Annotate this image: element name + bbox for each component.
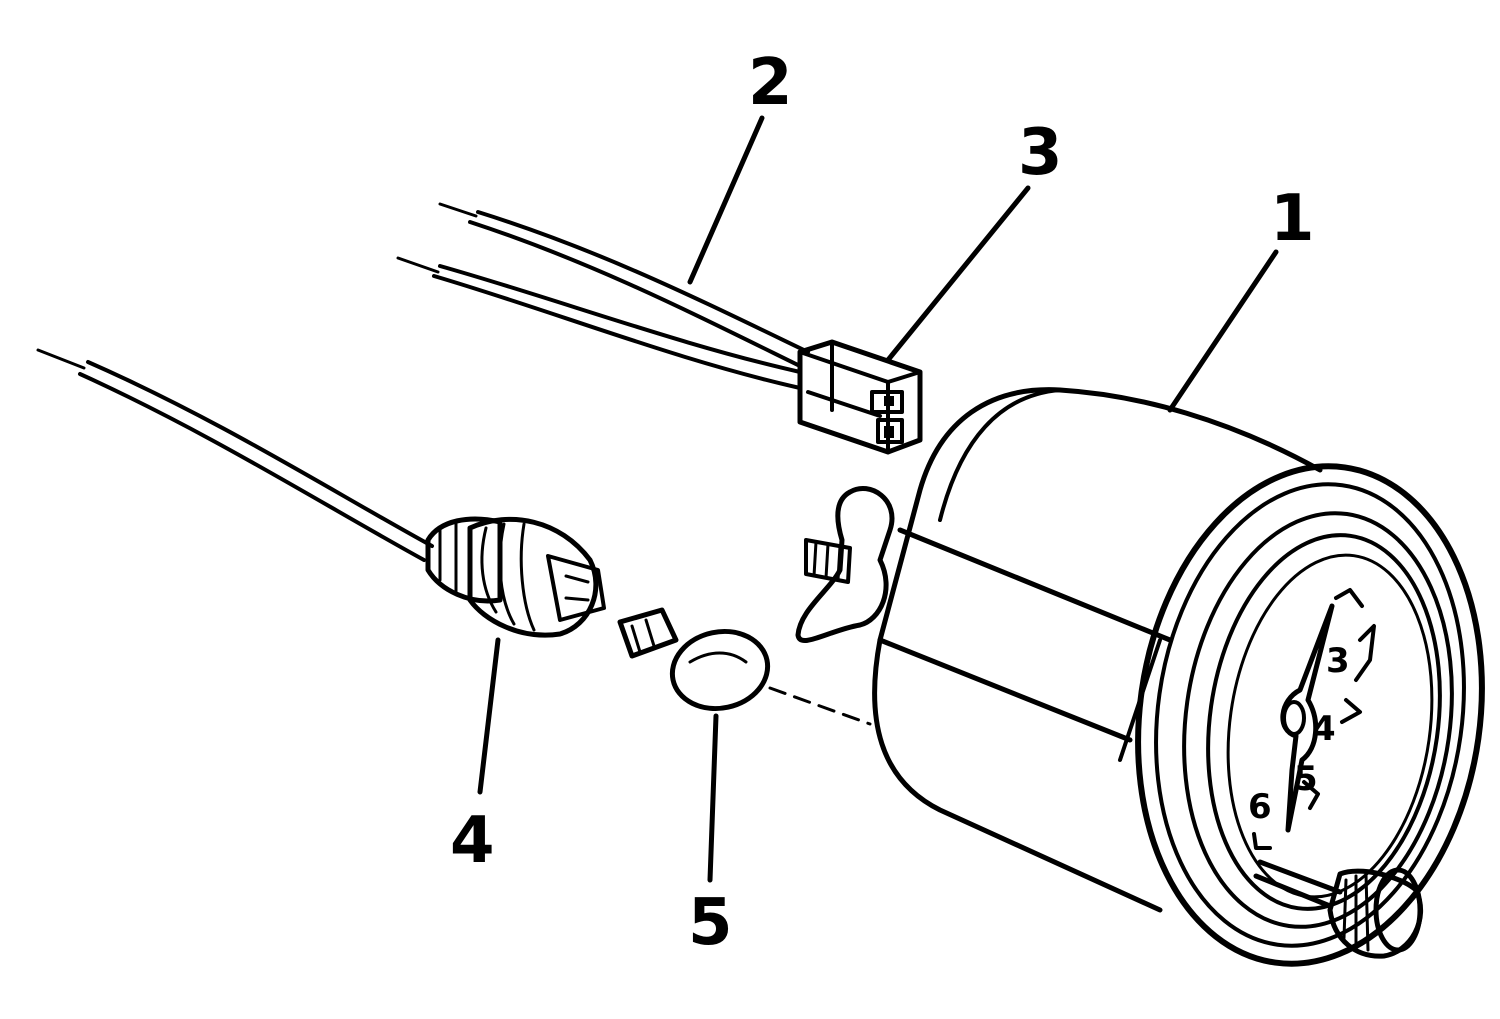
dial-numbers: 3 4 5 6 (1248, 641, 1350, 827)
leader-lines (477, 115, 1279, 883)
callouts: 1 2 3 4 5 (450, 46, 1315, 960)
wire-harness (396, 202, 810, 390)
bulb (617, 607, 872, 726)
callout-5: 5 (688, 886, 733, 960)
dial-number: 5 (1294, 759, 1318, 799)
callout-3: 3 (1018, 116, 1063, 190)
connector (797, 339, 923, 455)
callout-1: 1 (1270, 182, 1315, 256)
callout-4: 4 (450, 804, 495, 878)
callout-2: 2 (748, 46, 793, 120)
dial-number: 4 (1312, 709, 1336, 749)
bulb-socket (36, 348, 606, 638)
gauge (795, 387, 1485, 967)
dial-number: 6 (1248, 787, 1272, 827)
dial-number: 3 (1326, 641, 1350, 681)
